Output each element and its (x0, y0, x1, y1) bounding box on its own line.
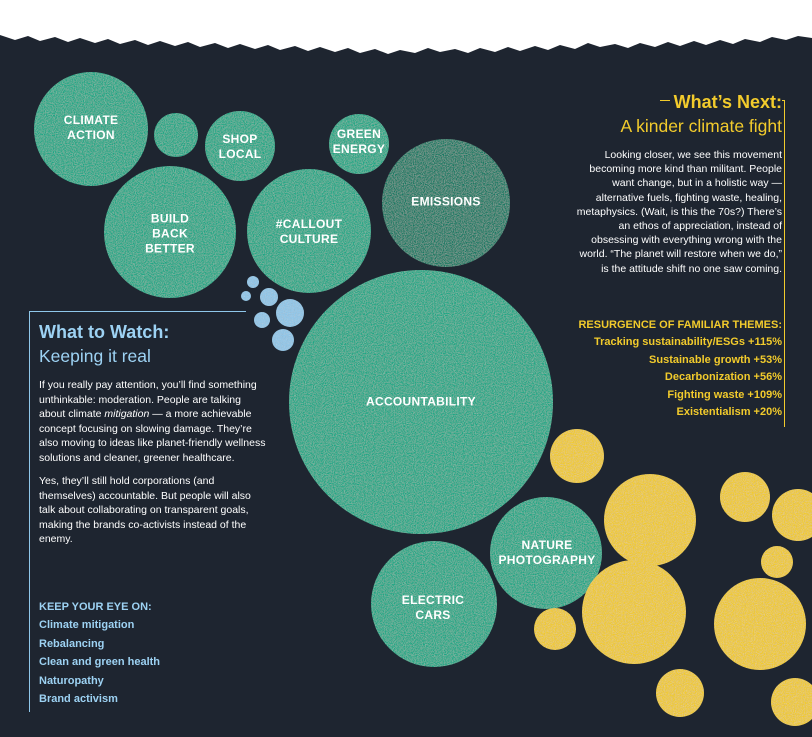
paragraph-1-text-a: If you really pay attention, you’ll find… (39, 379, 257, 420)
what-to-watch-frame (29, 311, 246, 712)
whats-next-title: What’s Next: (669, 91, 782, 113)
bubble-label-build-back-better: BUILD BACK BETTER (145, 211, 195, 256)
what-to-watch-body: If you really pay attention, you’ll find… (39, 378, 269, 556)
bubble-yellow-7 (714, 578, 806, 670)
themes-heading: RESURGENCE OF FAMILIAR THEMES: (578, 319, 782, 331)
bubble-yellow-8 (534, 608, 576, 650)
bubble-shop-local (205, 111, 275, 181)
theme-item: Fighting waste +109% (667, 388, 782, 401)
bubble-blue-5 (276, 299, 304, 327)
bubble-blue-3 (260, 288, 278, 306)
bubble-label-climate-action: CLIMATE ACTION (63, 113, 119, 142)
theme-item: Sustainable growth +53% (649, 353, 782, 366)
theme-item: Tracking sustainability/ESGs +115% (593, 336, 782, 348)
bubble-blue-6 (272, 329, 294, 351)
keep-item: Brand activism (39, 693, 118, 705)
bubble-build-back-better (104, 166, 236, 298)
keep-item: Clean and green health (39, 656, 161, 668)
theme-item: Decarbonization +56% (664, 371, 782, 383)
bubble-yellow-1 (550, 429, 604, 483)
what-to-watch-paragraph-1: If you really pay attention, you’ll find… (39, 378, 269, 465)
paragraph-1-text-b: — a more achievable concept focusing on … (39, 408, 266, 464)
whats-next-subtitle: A kinder climate fight (620, 116, 782, 136)
bubble-callout-culture (247, 169, 371, 293)
keep-item: Climate mitigation (39, 619, 135, 631)
bubble-yellow-4 (772, 489, 812, 541)
paragraph-1-emphasis: mitigation (104, 408, 150, 420)
what-to-watch-title: What to Watch: (39, 322, 170, 342)
bubble-yellow-5 (761, 546, 793, 578)
bubble-label-electric-cars: ELECTRIC CARS (401, 593, 465, 622)
bubble-green-energy (329, 114, 389, 174)
torn-paper-shape (0, 0, 812, 54)
bubble-climate-action (34, 72, 148, 186)
bubble-label-emissions: EMISSIONS (411, 194, 481, 209)
keep-item: Naturopathy (39, 674, 104, 687)
bubble-label-nature-photography: NATURE PHOTOGRAPHY (498, 538, 596, 567)
themes-list: Tracking sustainability/ESGs +115% Susta… (594, 334, 782, 422)
bubble-blue-4 (254, 312, 270, 328)
what-to-watch-paragraph-2: Yes, they’ll still hold corporations (an… (39, 475, 251, 545)
bubble-label-green-energy: GREEN ENERGY (332, 127, 386, 156)
keep-eye-on-list: Climate mitigation Rebalancing Clean and… (39, 616, 160, 709)
bubble-emissions (382, 139, 510, 267)
bubble-yellow-6 (582, 560, 686, 664)
bubble-yellow-10 (771, 678, 812, 726)
bubble-blue-2 (241, 291, 251, 301)
bubble-blue-1 (247, 276, 259, 288)
keep-item: Rebalancing (39, 637, 105, 650)
bubble-electric-cars (371, 541, 497, 667)
bubble-yellow-3 (720, 472, 770, 522)
bubble-label-shop-local: SHOP LOCAL (218, 132, 262, 161)
bubble-nature-photography (490, 497, 602, 609)
bubble-accountability (289, 270, 553, 534)
keep-eye-on-heading: KEEP YOUR EYE ON: (39, 601, 152, 613)
theme-item: Existentialism +20% (676, 406, 782, 418)
torn-paper-edge (0, 0, 812, 54)
bubble-small-teal (154, 113, 198, 157)
whats-next-body: Looking closer, we see this movement bec… (576, 149, 782, 275)
bubble-label-accountability: ACCOUNTABILITY (366, 394, 476, 409)
bubble-yellow-9 (656, 669, 704, 717)
what-to-watch-subtitle: Keeping it real (39, 346, 151, 366)
bubble-label-callout-culture: #CALLOUT CULTURE (275, 217, 343, 246)
bubble-yellow-2 (604, 474, 696, 566)
